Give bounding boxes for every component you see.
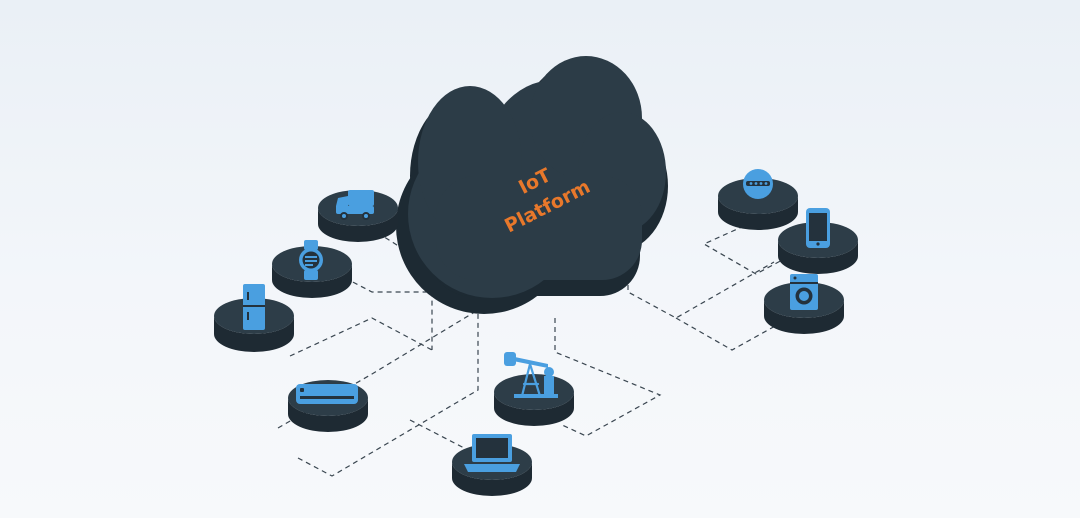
oil-pump-jack-icon (504, 352, 558, 398)
node-air-conditioner (288, 380, 368, 432)
air-conditioner-icon (296, 384, 358, 404)
refrigerator-icon (243, 284, 265, 330)
washing-machine-icon (790, 274, 818, 310)
node-smartwatch (272, 240, 352, 298)
link-right-cloud (627, 222, 775, 319)
node-washing-machine (764, 274, 844, 334)
link-watch (344, 277, 433, 350)
cloud-face (408, 56, 666, 298)
iot-cloud: IoT Platform (396, 56, 668, 314)
smartphone-icon (806, 208, 830, 248)
link-ac-2 (297, 310, 479, 477)
robot-vacuum-icon (743, 169, 773, 199)
node-laptop (452, 434, 532, 496)
connector-lines (277, 222, 787, 477)
smartwatch-icon (299, 240, 323, 280)
delivery-truck-icon (336, 190, 374, 220)
node-oil-pump (494, 352, 574, 426)
link-washer (675, 317, 787, 351)
link-laptop (409, 419, 469, 451)
link-pump (554, 318, 662, 437)
laptop-icon (464, 434, 520, 472)
node-refrigerator (214, 284, 294, 352)
node-truck (318, 190, 398, 242)
link-fridge (289, 317, 433, 357)
link-vacuum (702, 225, 787, 275)
node-robot-vacuum (718, 169, 798, 230)
node-smartphone (778, 208, 858, 274)
